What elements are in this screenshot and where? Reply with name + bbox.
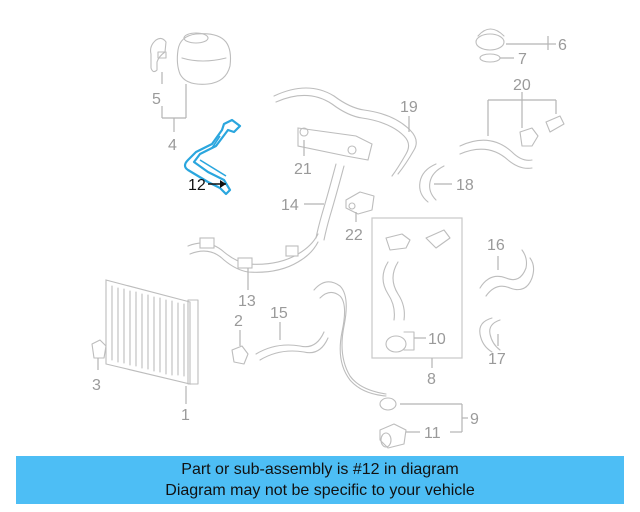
part-group-14: 14	[281, 163, 345, 241]
part-label-14: 14	[281, 197, 299, 214]
part-group-12: 12	[183, 118, 242, 196]
part-label-10: 10	[428, 331, 446, 348]
part-label-16: 16	[487, 237, 505, 254]
part-9-hose	[313, 281, 387, 395]
part-label-2: 2	[234, 313, 243, 330]
part-group-20: 20	[459, 77, 565, 169]
part-19-hose	[273, 87, 417, 175]
part-20-clamp	[545, 115, 565, 133]
part-label-8: 8	[427, 371, 436, 388]
part-group-3: 3	[91, 339, 107, 394]
part-group-18: 18	[419, 163, 474, 203]
part-label-15: 15	[270, 305, 288, 322]
part-8-hose-edge	[392, 261, 405, 321]
banner-line-part: Part or sub-assembly is #12 in diagram	[181, 461, 459, 478]
part-4-reservoir	[176, 33, 232, 85]
part-2-bracket	[231, 345, 249, 365]
part-13-clip-c	[285, 245, 299, 257]
part-20-hose-a2	[459, 148, 533, 169]
part-label-13: 13	[238, 293, 256, 310]
part-20-hose-a	[459, 139, 533, 161]
part-label-5: 5	[152, 91, 161, 108]
part-group-13: 13	[187, 233, 319, 310]
part-6-cap-top	[477, 28, 505, 37]
part-6-cap	[475, 33, 505, 51]
part-13-clip-a	[199, 237, 215, 249]
part-group-8-10: 10 8	[371, 217, 463, 388]
part-group-4-5: 5 4	[150, 32, 232, 154]
part-4-seam	[181, 57, 227, 62]
part-label-7: 7	[518, 51, 527, 68]
part-14-hose-edge	[323, 165, 345, 241]
part-8-fitting-b	[425, 229, 451, 249]
part-18-hose-edge	[429, 165, 445, 201]
part-13-clip-b	[237, 257, 253, 269]
part-label-21: 21	[294, 161, 312, 178]
part-label-11: 11	[424, 425, 441, 442]
part-10-pump	[385, 335, 407, 353]
part-label-22: 22	[345, 227, 363, 244]
part-22-flange	[345, 191, 375, 215]
part-group-17: 17	[479, 317, 506, 368]
part-label-20: 20	[513, 77, 531, 94]
part-group-22: 22	[345, 191, 375, 244]
part-14-hose	[315, 163, 337, 239]
part-label-9: 9	[470, 411, 479, 428]
part-label-12: 12	[188, 177, 206, 194]
part-1-tank	[187, 299, 199, 385]
part-12-hose	[183, 118, 242, 196]
part-16-hose-edge	[485, 257, 535, 297]
banner-line-disclaimer: Diagram may not be specific to your vehi…	[165, 482, 475, 499]
part-label-3: 3	[92, 377, 101, 394]
part-group-15: 15	[255, 305, 329, 361]
part-group-6-7: 6 7	[475, 28, 567, 68]
part-8-box	[371, 217, 463, 359]
part-group-2: 2	[231, 313, 249, 365]
part-label-17: 17	[488, 351, 506, 368]
part-7-seal	[479, 53, 501, 63]
part-label-18: 18	[456, 177, 474, 194]
part-19-hose-edge	[275, 94, 410, 177]
part-group-9-11: 9 11	[313, 281, 479, 449]
part-8-hose	[382, 261, 395, 321]
part-label-4: 4	[168, 137, 177, 154]
part-5-bracket	[150, 37, 167, 73]
part-group-1: 1	[105, 279, 199, 424]
part-15-pipe-edge	[259, 337, 329, 361]
part-group-21: 21	[294, 127, 373, 178]
part-5-detail	[157, 51, 167, 59]
part-17-hose-edge	[489, 319, 501, 351]
part-label-6: 6	[558, 37, 567, 54]
part-group-19: 19	[273, 87, 418, 177]
part-9-hose-edge	[319, 291, 387, 397]
info-banner: Part or sub-assembly is #12 in diagram D…	[16, 456, 624, 504]
part-8-fitting-a	[385, 233, 411, 251]
part-3-mount	[91, 339, 107, 359]
part-4-cap	[183, 32, 209, 44]
part-17-hose	[479, 317, 493, 353]
part-16-hose	[479, 249, 528, 289]
part-label-19: 19	[400, 99, 418, 116]
part-11-flange	[379, 423, 407, 449]
part-21-pipe	[297, 127, 373, 161]
part-15-pipe	[255, 331, 325, 355]
part-20-tee	[519, 127, 539, 147]
part-18-hose	[419, 163, 437, 203]
part-1-fins	[111, 285, 185, 377]
part-group-16: 16	[479, 237, 535, 297]
part-label-1: 1	[181, 407, 190, 424]
part-10-body	[403, 331, 415, 351]
